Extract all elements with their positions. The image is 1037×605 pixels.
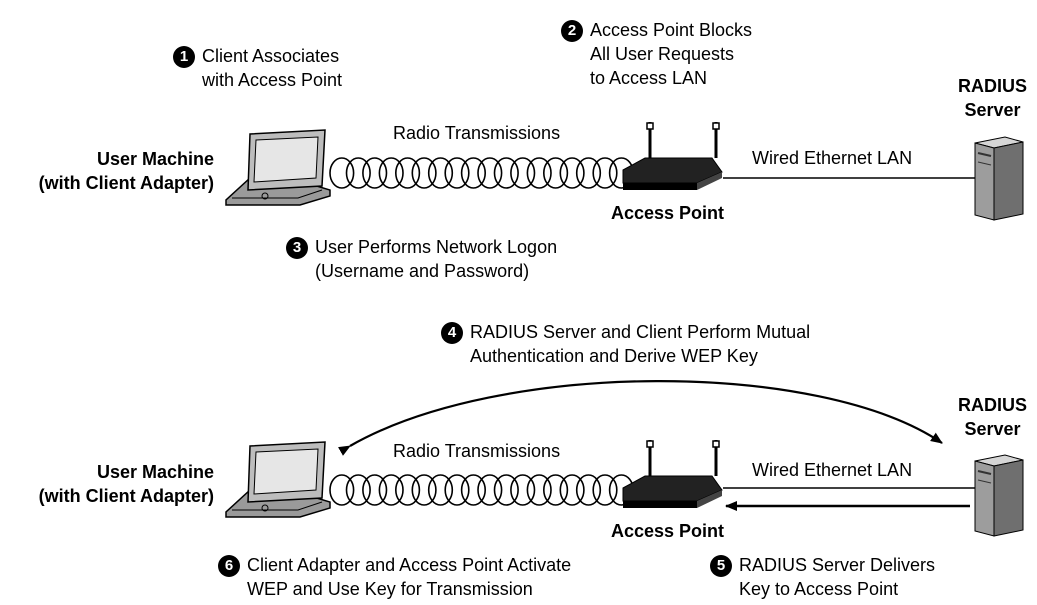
radio-loop bbox=[427, 157, 454, 189]
access-point-icon-top bbox=[622, 122, 723, 190]
access-point-label-top: Access Point bbox=[611, 203, 725, 223]
radio-loop bbox=[493, 157, 519, 189]
step-6: 6 Client Adapter and Access Point Activa… bbox=[218, 553, 571, 601]
radio-loop bbox=[542, 157, 569, 189]
radio-loop bbox=[493, 474, 519, 506]
radio-loop bbox=[444, 157, 470, 189]
radio-loop bbox=[477, 474, 503, 506]
radio-loop bbox=[592, 474, 618, 506]
step-3: 3 User Performs Network Logon(Username a… bbox=[286, 235, 557, 283]
step-number-badge: 6 bbox=[218, 555, 240, 577]
radio-loop bbox=[575, 474, 602, 506]
radio-loop bbox=[460, 474, 487, 506]
radio-loop bbox=[526, 474, 552, 506]
mutual-auth-arrow bbox=[337, 380, 943, 456]
radio-transmissions-label-bottom: Radio Transmissions bbox=[393, 441, 561, 461]
user-machine-label-top: User Machine (with Client Adapter) bbox=[38, 149, 214, 193]
radio-loop bbox=[395, 157, 421, 189]
step-4: 4 RADIUS Server and Client Perform Mutua… bbox=[441, 320, 810, 368]
step-number-badge: 4 bbox=[441, 322, 463, 344]
access-point-label-bottom: Access Point bbox=[611, 521, 725, 541]
radio-waves-bottom bbox=[329, 474, 635, 506]
wired-ethernet-label-bottom: Wired Ethernet LAN bbox=[752, 460, 913, 480]
server-icon-top bbox=[974, 136, 1024, 221]
radio-loop bbox=[477, 157, 503, 189]
access-point-icon-bottom bbox=[622, 440, 723, 508]
radio-loop bbox=[510, 474, 536, 506]
radio-loop bbox=[542, 474, 569, 506]
radio-loop bbox=[427, 474, 454, 506]
user-machine-label-bottom: User Machine (with Client Adapter) bbox=[38, 462, 214, 506]
radio-loop bbox=[510, 157, 536, 189]
radio-loop bbox=[411, 157, 437, 189]
step-number-badge: 5 bbox=[710, 555, 732, 577]
radio-transmissions-label-top: Radio Transmissions bbox=[393, 123, 561, 143]
radio-loop bbox=[592, 157, 618, 189]
radio-loop bbox=[559, 157, 585, 189]
step-text: User Performs Network Logon(Username and… bbox=[315, 237, 558, 281]
radio-loop bbox=[575, 157, 602, 189]
radio-loop bbox=[378, 157, 404, 189]
radio-loop bbox=[559, 474, 585, 506]
radio-loop bbox=[526, 157, 552, 189]
radio-loop bbox=[395, 474, 421, 506]
step-number-badge: 2 bbox=[561, 20, 583, 42]
radio-loop bbox=[444, 474, 470, 506]
wired-ethernet-label-top: Wired Ethernet LAN bbox=[752, 148, 913, 168]
radio-loop bbox=[378, 474, 404, 506]
laptop-icon-bottom bbox=[225, 441, 331, 518]
radio-loop bbox=[329, 157, 355, 189]
radio-loop bbox=[362, 157, 388, 189]
radio-waves-top bbox=[329, 157, 635, 189]
radio-loop bbox=[345, 157, 371, 189]
radio-loop bbox=[362, 474, 388, 506]
radio-loop bbox=[460, 157, 487, 189]
step-number-badge: 1 bbox=[173, 46, 195, 68]
laptop-icon-top bbox=[225, 129, 331, 206]
radio-loop bbox=[345, 474, 371, 506]
step-number-badge: 3 bbox=[286, 237, 308, 259]
radio-loop bbox=[329, 474, 355, 506]
step-text: Client Adapter and Access Point Activate… bbox=[247, 555, 572, 599]
server-icon-bottom bbox=[974, 454, 1024, 537]
radio-loop bbox=[411, 474, 437, 506]
radius-server-label-top: RADIUS Server bbox=[957, 76, 1027, 120]
radius-server-label-bottom: RADIUS Server bbox=[957, 395, 1027, 439]
